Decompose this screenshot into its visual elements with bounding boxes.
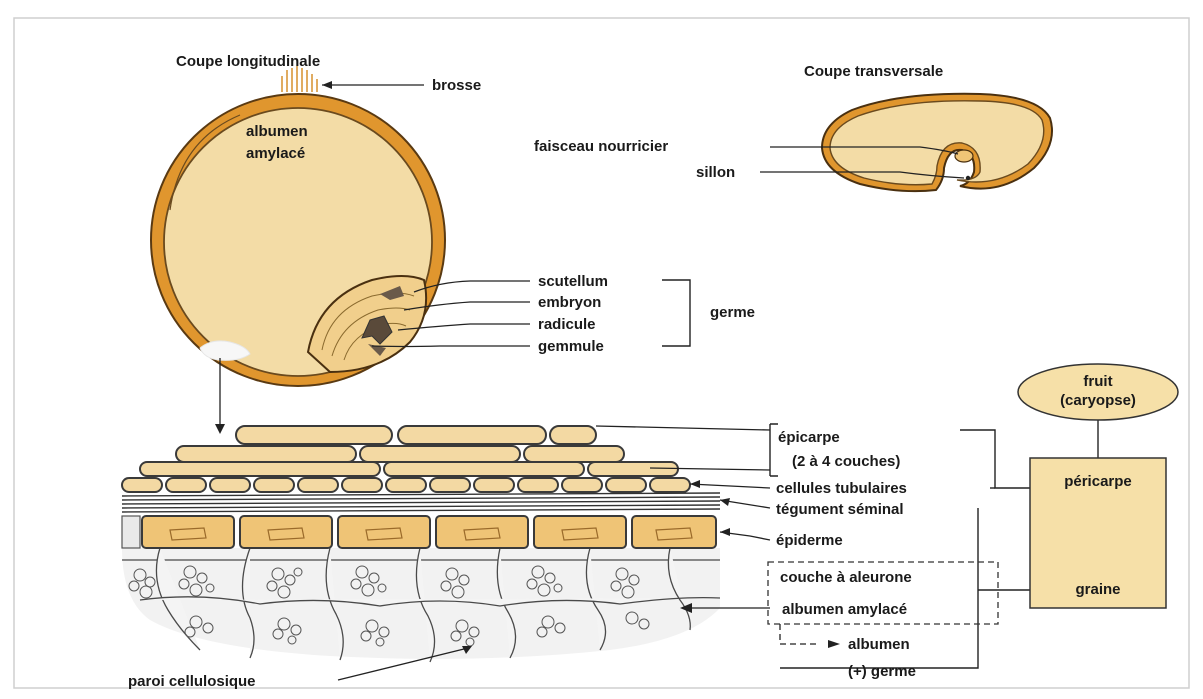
- scutellum-label: scutellum: [538, 273, 608, 290]
- graine-label: graine: [1075, 581, 1120, 598]
- albumen-label-1: albumen: [246, 123, 308, 140]
- sillon-label: sillon: [696, 164, 735, 181]
- albumen-amylace-label: albumen amylacé: [782, 601, 907, 618]
- caryopse-label: (caryopse): [1060, 392, 1136, 409]
- germe-brace: [662, 280, 690, 346]
- aleurone-label: couche à aleurone: [780, 569, 912, 586]
- cellules-tubulaires-label: cellules tubulaires: [776, 480, 907, 497]
- gemmule-label: gemmule: [538, 338, 604, 355]
- title-transversal: Coupe transversale: [804, 63, 943, 80]
- epicarp-cells: [140, 426, 678, 476]
- longitudinal-section: albumen amylacé: [151, 66, 445, 386]
- germe-plus-label: (+) germe: [848, 663, 916, 680]
- tegument-label: tégument séminal: [776, 501, 904, 518]
- albumen-label: albumen: [848, 636, 910, 653]
- fruit-label: fruit: [1083, 373, 1112, 390]
- tubular-cells: [122, 478, 690, 492]
- paroi-label: paroi cellulosique: [128, 673, 256, 690]
- brosse-label: brosse: [432, 77, 481, 94]
- aleurone-cells: [122, 516, 716, 548]
- title-longitudinal: Coupe longitudinale: [176, 53, 320, 70]
- albumen-label-2: amylacé: [246, 145, 305, 162]
- germe-label: germe: [710, 304, 755, 321]
- epicarpe-label: épicarpe: [778, 429, 840, 446]
- embryon-label: embryon: [538, 294, 601, 311]
- radicule-label: radicule: [538, 316, 596, 333]
- faisceau-label: faisceau nourricier: [534, 138, 668, 155]
- pericarpe-label: péricarpe: [1064, 473, 1132, 490]
- epiderme-label: épiderme: [776, 532, 843, 549]
- tissue-layers: [122, 426, 720, 662]
- tegument-lines: [122, 493, 720, 512]
- epicarpe-sublabel: (2 à 4 couches): [792, 453, 900, 470]
